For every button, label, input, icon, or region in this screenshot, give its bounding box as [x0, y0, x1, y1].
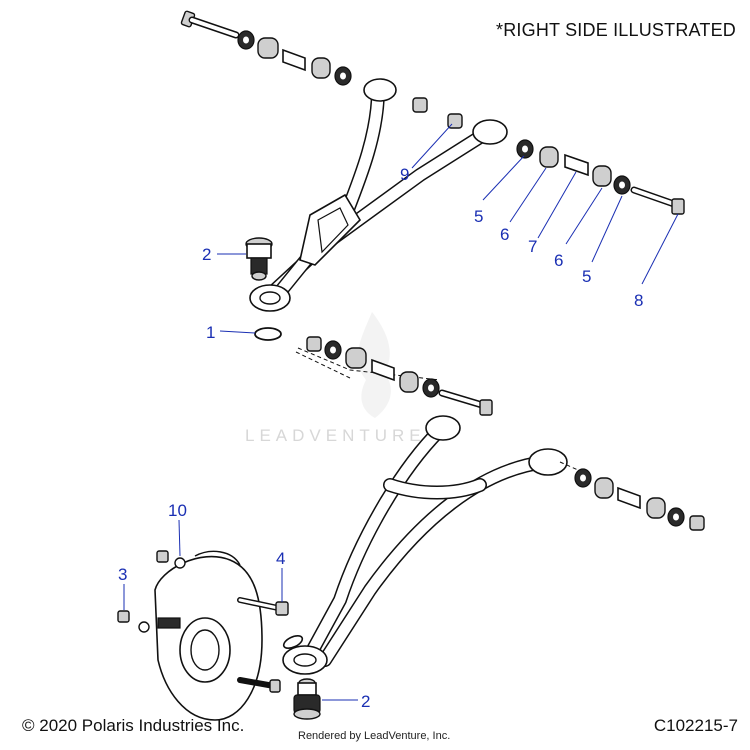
washer-5-upper-a[interactable] [516, 139, 534, 159]
callout-7: 7 [528, 171, 577, 256]
callout-2a-label: 2 [202, 245, 211, 264]
callout-3: 3 [118, 565, 127, 610]
callout-1: 1 [206, 323, 256, 342]
callout-6a: 6 [500, 167, 547, 244]
callout-10-label: 10 [168, 501, 187, 520]
callout-5a-label: 5 [474, 207, 483, 226]
callout-8-label: 8 [634, 291, 643, 310]
lower-bushing-set-top[interactable] [306, 336, 440, 398]
callout-5b: 5 [582, 195, 623, 286]
bushing-6-upper-a[interactable] [539, 146, 559, 168]
watermark-text: LEADVENTURE [245, 426, 426, 445]
callout-1-label: 1 [206, 323, 215, 342]
rendered-by-text: Rendered by LeadVenture, Inc. [298, 730, 451, 742]
callout-10: 10 [168, 501, 187, 557]
callout-5a: 5 [474, 155, 525, 226]
callout-6a-label: 6 [500, 225, 509, 244]
washer-3[interactable] [138, 621, 150, 633]
callout-6b-label: 6 [554, 251, 563, 270]
sleeve-7-upper[interactable] [564, 153, 589, 177]
snap-ring-lower[interactable] [282, 633, 304, 651]
washer-10[interactable] [174, 557, 186, 569]
snap-ring-1[interactable] [254, 327, 282, 341]
spindle-bolt-4[interactable] [237, 597, 289, 616]
spindle-bolt-lower[interactable] [237, 677, 281, 693]
callout-9-label: 9 [400, 165, 409, 184]
bolt-8-upper[interactable] [630, 186, 685, 215]
ball-joint-upper[interactable] [245, 237, 273, 281]
diagram-code: C102215-7 [653, 716, 738, 735]
bushing-6-upper-b[interactable] [592, 165, 612, 187]
ball-joint-lower[interactable] [293, 678, 321, 720]
upper-arm-nut-left[interactable] [412, 97, 428, 113]
nut-3[interactable] [117, 610, 130, 623]
upper-bolt-top[interactable] [180, 10, 240, 39]
callout-8: 8 [634, 213, 679, 310]
nut-10-upper[interactable] [156, 550, 169, 563]
callout-6b: 6 [554, 187, 603, 270]
steering-knuckle[interactable] [154, 550, 263, 721]
lower-bushing-set-right[interactable] [574, 468, 705, 531]
callout-2a: 2 [202, 245, 246, 264]
illustration-note: *RIGHT SIDE ILLUSTRATED [496, 20, 736, 40]
callout-4-label: 4 [276, 549, 285, 568]
callout-9: 9 [400, 123, 453, 184]
callout-3-label: 3 [118, 565, 127, 584]
callout-7-label: 7 [528, 237, 537, 256]
upper-bushing-set-top[interactable] [237, 30, 352, 86]
callout-5b-label: 5 [582, 267, 591, 286]
copyright-text: © 2020 Polaris Industries Inc. [22, 716, 245, 735]
callout-2b-label: 2 [361, 692, 370, 711]
washer-5-upper-b[interactable] [613, 175, 631, 195]
lower-bolt-top[interactable] [438, 389, 493, 416]
lower-a-arm[interactable] [282, 415, 568, 675]
upper-a-arm[interactable] [249, 78, 508, 312]
callout-2b: 2 [322, 692, 370, 711]
callout-4: 4 [276, 549, 285, 602]
